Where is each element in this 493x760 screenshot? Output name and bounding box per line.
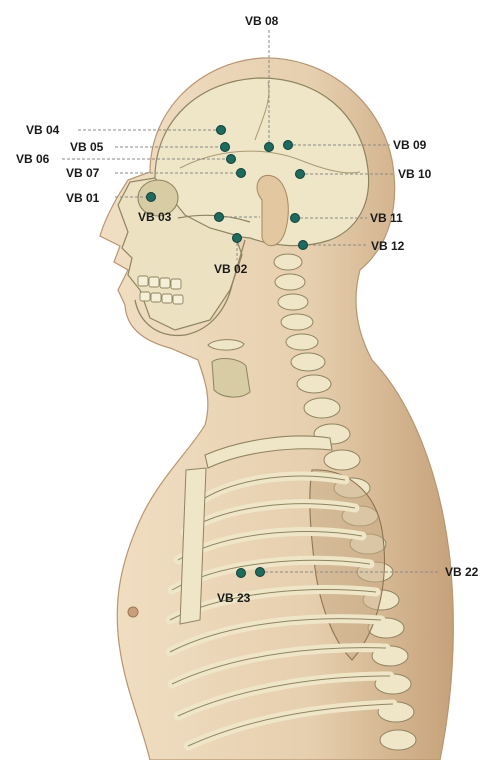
label-vb04: VB 04 bbox=[26, 123, 60, 137]
label-vb22: VB 22 bbox=[445, 565, 479, 579]
acupoint-vb02 bbox=[233, 234, 242, 243]
label-vb12: VB 12 bbox=[371, 239, 405, 253]
label-vb08: VB 08 bbox=[245, 14, 279, 28]
nipple bbox=[128, 607, 138, 617]
acupoint-vb11 bbox=[291, 214, 300, 223]
label-vb02: VB 02 bbox=[214, 262, 248, 276]
label-vb11: VB 11 bbox=[370, 211, 403, 225]
label-vb23: VB 23 bbox=[217, 591, 251, 605]
acupoint-vb08 bbox=[265, 143, 274, 152]
acupoint-vb10 bbox=[296, 170, 305, 179]
label-vb09: VB 09 bbox=[393, 138, 427, 152]
acupoint-vb04 bbox=[217, 126, 226, 135]
larynx bbox=[212, 359, 250, 398]
acupoint-vb06 bbox=[227, 155, 236, 164]
label-vb07: VB 07 bbox=[66, 166, 100, 180]
ear bbox=[257, 175, 288, 245]
hyoid-bone bbox=[208, 340, 244, 351]
acupoint-vb12 bbox=[299, 241, 308, 250]
label-vb05: VB 05 bbox=[70, 140, 104, 154]
acupoint-vb07 bbox=[237, 169, 246, 178]
acupoint-vb03 bbox=[215, 213, 224, 222]
label-vb01: VB 01 bbox=[66, 191, 100, 205]
acupoint-vb22 bbox=[256, 568, 265, 577]
label-vb06: VB 06 bbox=[16, 152, 50, 166]
acupoint-vb01 bbox=[147, 193, 156, 202]
acupoint-vb05 bbox=[221, 143, 230, 152]
acupoint-vb23 bbox=[237, 569, 246, 578]
acupoint-vb09 bbox=[284, 141, 293, 150]
label-vb10: VB 10 bbox=[398, 167, 432, 181]
label-vb03: VB 03 bbox=[138, 210, 172, 224]
